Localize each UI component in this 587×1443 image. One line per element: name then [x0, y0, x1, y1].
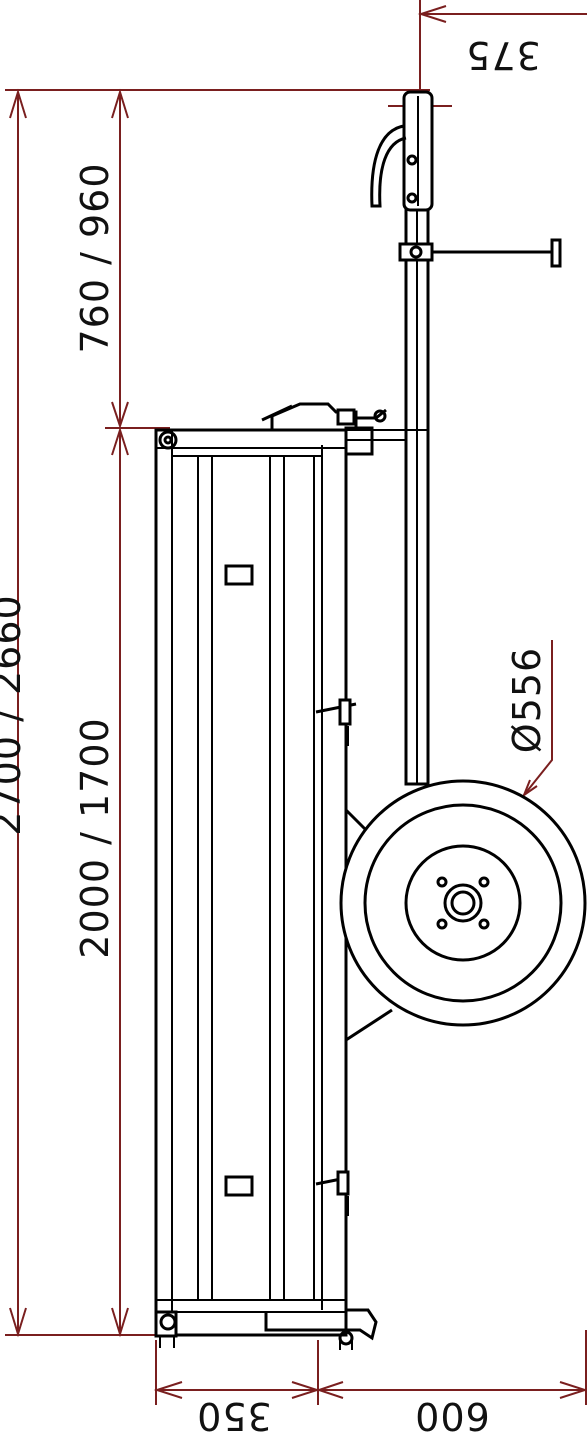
body-width-label: 350: [196, 1394, 272, 1438]
overall-length-label: 2700 / 2660: [0, 594, 29, 835]
wheel-bolt: [478, 876, 490, 888]
side-latch-upper: [315, 698, 357, 746]
drawbar: [346, 202, 430, 786]
reflector-bottom: [224, 1175, 254, 1197]
body-length-dimension: [111, 426, 129, 1338]
drawbar-length-label: 760 / 960: [73, 162, 117, 353]
wheel: [339, 779, 587, 1027]
trailer-body: [154, 402, 387, 1350]
coupling-offset-label: 375: [465, 33, 541, 77]
jockey-crossbar: [398, 238, 562, 268]
overall-length-dimension: [5, 88, 430, 1338]
reflector-top: [224, 564, 254, 586]
wheel-bolt: [436, 918, 448, 930]
wheel-diameter-leader: [521, 640, 553, 798]
axle-brace: [344, 808, 393, 1042]
dimension-lines: [5, 0, 587, 1405]
wheel-bolt: [436, 876, 448, 888]
drawbar-length-dimension: [105, 88, 170, 430]
wheel-diameter-label: Ø556: [505, 647, 549, 753]
axle-offset-label: 600: [414, 1394, 490, 1438]
side-latch-lower: [315, 1170, 350, 1216]
coupling-head: [370, 90, 434, 212]
width-dimensions: [153, 1330, 587, 1405]
body-length-label: 2000 / 1700: [73, 717, 117, 958]
rear-frame: [154, 1308, 378, 1350]
coupling-offset-dimension: [417, 0, 587, 92]
wheel-bolt: [478, 918, 490, 930]
